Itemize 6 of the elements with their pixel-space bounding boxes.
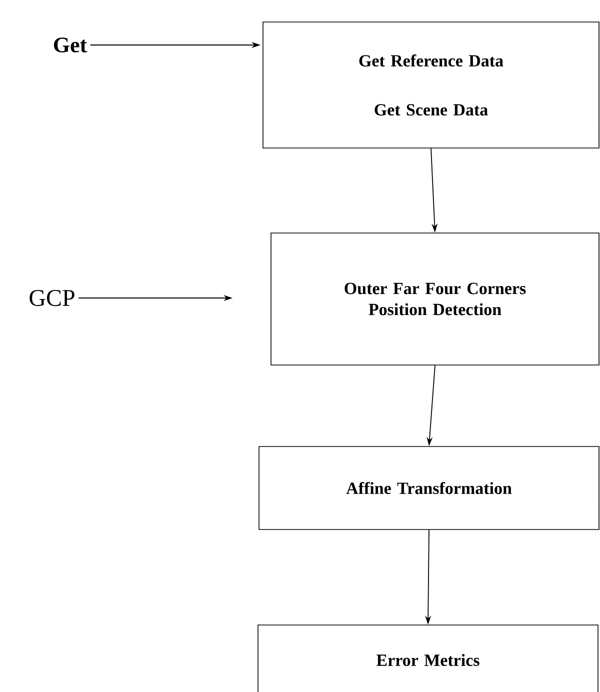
input-label: Get [54,38,88,52]
process-box: Get Reference Data Get Scene Data [262,22,600,148]
process-box: Affine Transformation [258,446,600,530]
process-box: Outer Far Four Corners Position Detection [270,232,600,366]
input-label: GCP [30,290,74,306]
process-box: Error Metrics [258,624,598,692]
